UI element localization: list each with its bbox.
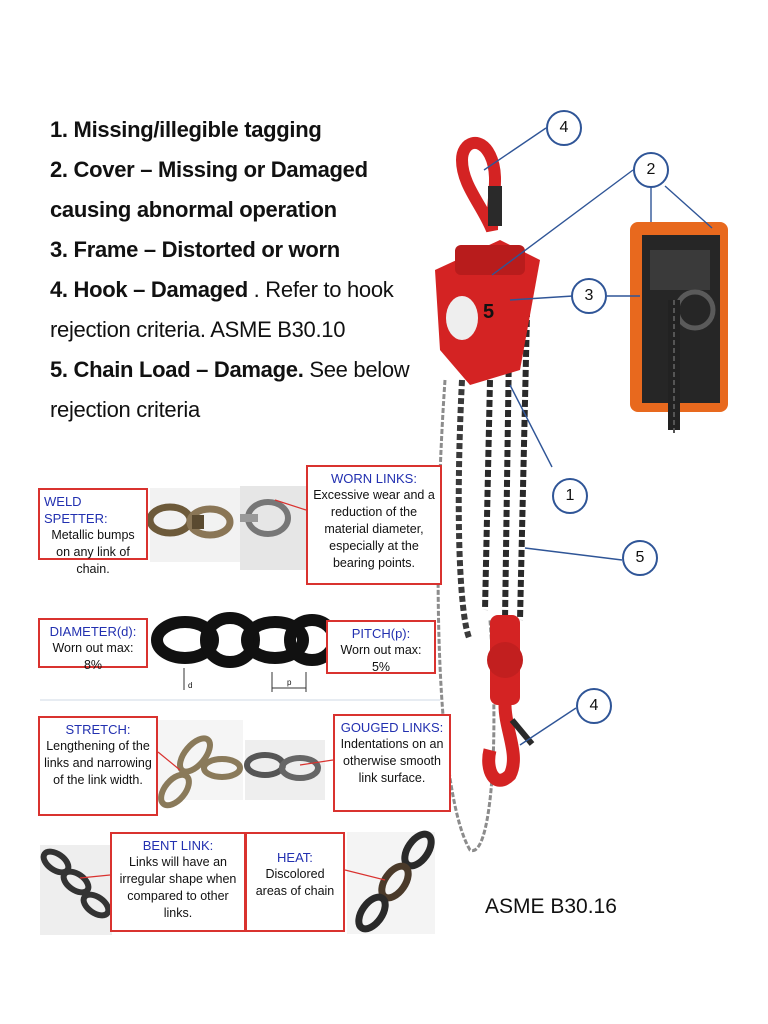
gouged-links-desc: Indentations on an otherwise smooth link… xyxy=(340,737,444,785)
gouged-links-box: GOUGED LINKS: Indentations on an otherwi… xyxy=(333,714,451,812)
callout-arrows xyxy=(483,127,713,746)
weld-spetter-box: WELD SPETTER: Metallic bumps on any link… xyxy=(38,488,148,576)
heat-title: HEAT: xyxy=(277,850,313,865)
pitch-box: PITCH(p): Worn out max: 5% xyxy=(326,620,436,674)
diameter-title: DIAMETER(d): xyxy=(49,624,137,639)
gouged-links-photo xyxy=(244,740,325,800)
list-item: 5. Chain Load – Damage. See below reject… xyxy=(50,357,410,422)
bent-link-box: BENT LINK: Links will have an irregular … xyxy=(110,832,246,932)
list-item: 2. Cover – Missing or Damaged causing ab… xyxy=(50,157,368,222)
hoist-badge: 5 xyxy=(483,301,494,323)
heat-box: HEAT: Discolored areas of chain xyxy=(245,832,345,932)
heat-desc: Discolored areas of chain xyxy=(255,867,335,898)
cover-frame-photo xyxy=(630,222,728,435)
diameter-box: DIAMETER(d): Worn out max: 8% xyxy=(38,618,148,672)
diameter-desc: Worn out max: 8% xyxy=(52,641,134,672)
callout-2: 2 xyxy=(633,152,669,188)
callout-4-top: 4 xyxy=(546,110,582,146)
pitch-p-label: p xyxy=(287,678,292,687)
diameter-pitch-photo: d p xyxy=(150,605,340,695)
stretch-desc: Lengthening of the links and narrowing o… xyxy=(44,739,152,787)
weld-spetter-photo xyxy=(146,488,245,562)
heat-photo xyxy=(347,830,435,934)
list-item: 4. Hook – Damaged . Refer to hook reject… xyxy=(50,277,394,342)
stretch-photo xyxy=(158,720,243,809)
callout-4-bottom: 4 xyxy=(576,688,612,724)
callout-5: 5 xyxy=(622,540,658,576)
worn-links-title: WORN LINKS: xyxy=(331,471,417,486)
bent-link-photo xyxy=(40,845,112,935)
pitch-title: PITCH(p): xyxy=(351,626,411,641)
inspection-list: 1. Missing/illegible tagging 2. Cover – … xyxy=(50,110,430,430)
pitch-desc: Worn out max: 5% xyxy=(340,643,422,674)
callout-1: 1 xyxy=(552,478,588,514)
standard-label: ASME B30.16 xyxy=(485,895,617,918)
worn-links-box: WORN LINKS: Excessive wear and a reducti… xyxy=(306,465,442,585)
bent-link-title: BENT LINK: xyxy=(142,838,214,853)
bent-link-desc: Links will have an irregular shape when … xyxy=(119,855,237,920)
list-item: 3. Frame – Distorted or worn xyxy=(50,237,340,262)
gouged-links-title: GOUGED LINKS: xyxy=(340,720,444,735)
chain-hoist-illustration: 5 xyxy=(435,137,540,853)
stretch-title: STRETCH: xyxy=(65,722,131,737)
diameter-d-label: d xyxy=(188,681,192,690)
weld-spetter-desc: Metallic bumps on any link of chain. xyxy=(51,528,135,576)
worn-links-desc: Excessive wear and a reduction of the ma… xyxy=(313,488,435,570)
callout-3: 3 xyxy=(571,278,607,314)
stretch-box: STRETCH: Lengthening of the links and na… xyxy=(38,716,158,816)
worn-links-photo xyxy=(240,486,308,570)
weld-spetter-title: WELD SPETTER: xyxy=(44,494,108,526)
list-item: 1. Missing/illegible tagging xyxy=(50,117,322,142)
pointer-lines xyxy=(79,499,386,881)
